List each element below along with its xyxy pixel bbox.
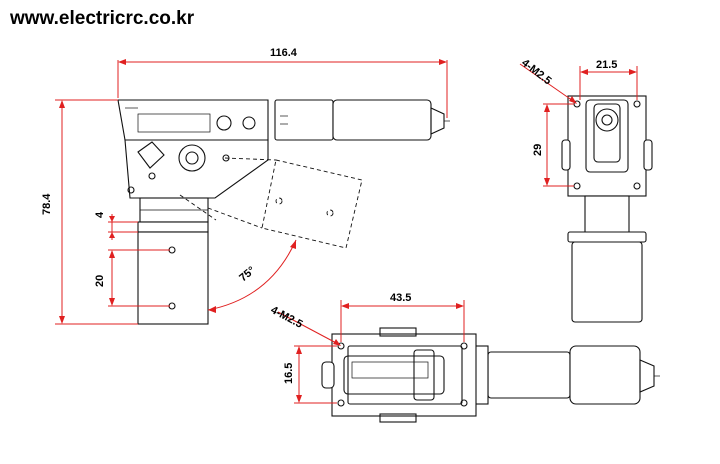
- dim-leg-height: 20: [94, 275, 106, 287]
- dim-side-height: 29: [532, 144, 544, 156]
- front-view: [561, 95, 653, 323]
- dim-total-height: 78.4: [41, 193, 53, 215]
- dim-bottom-holes: 4-M2.5: [269, 304, 305, 331]
- dim-offset: 4: [94, 211, 106, 218]
- dim-bottom-height: 16.5: [283, 363, 295, 384]
- website-label[interactable]: www.electricrc.co.kr: [9, 8, 195, 29]
- dim-rotation-angle: 75°: [237, 264, 257, 284]
- dim-top-holes: 4-M2.5: [519, 57, 553, 88]
- dim-top-width: 21.5: [596, 59, 617, 71]
- dim-bottom-length: 43.5: [390, 292, 411, 304]
- side-view: [117, 99, 450, 325]
- side-view-dimensions: 116.4 78.4 4 20 75°: [41, 47, 448, 325]
- bottom-view: [321, 327, 660, 423]
- dim-total-length: 116.4: [270, 47, 298, 59]
